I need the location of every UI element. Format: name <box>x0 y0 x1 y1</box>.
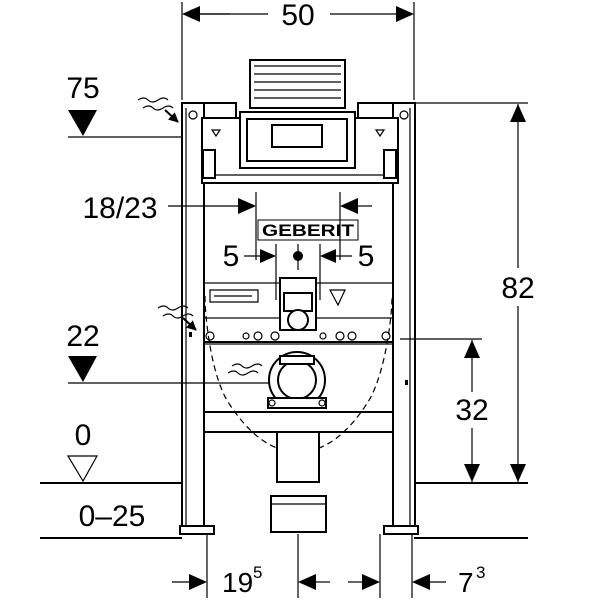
floor-range-dimension: 0–25 <box>40 500 528 539</box>
bottom-offset-dimensions: 19 5 7 3 <box>172 534 485 598</box>
right-offset-superscript: 3 <box>476 563 485 582</box>
width-dimension: 50 <box>181 0 415 100</box>
flush-plate-value: 18/23 <box>82 192 157 225</box>
supply-level-value: 22 <box>66 320 99 353</box>
pipe-offset-dimensions: 5 5 <box>223 240 375 300</box>
drain-height-dimension: 32 <box>400 338 494 482</box>
left-pipe-offset: 5 <box>223 240 240 273</box>
height-value: 82 <box>501 272 534 305</box>
right-offset-value: 7 <box>458 567 474 598</box>
left-offset-value: 19 <box>222 567 253 598</box>
brand-logo: GEBERIT <box>257 219 359 241</box>
brand-logo-text: GEBERIT <box>262 221 355 240</box>
mounting-frame <box>179 59 419 535</box>
top-level-dimension: 75 <box>66 72 182 138</box>
width-value: 50 <box>281 0 314 32</box>
flush-plate-dimension: 18/23 <box>82 192 372 260</box>
floor-range-value: 0–25 <box>79 500 146 533</box>
drain-height-value: 32 <box>455 394 488 427</box>
supply-level-dimension: 22 <box>66 320 270 384</box>
height-dimension: 82 <box>414 102 540 482</box>
floor-level-dimension: 0 <box>40 419 528 484</box>
top-level-value: 75 <box>66 72 99 105</box>
right-pipe-offset: 5 <box>358 240 375 273</box>
water-supply-icon <box>137 97 263 376</box>
floor-level-value: 0 <box>75 419 92 452</box>
left-offset-superscript: 5 <box>253 563 262 582</box>
